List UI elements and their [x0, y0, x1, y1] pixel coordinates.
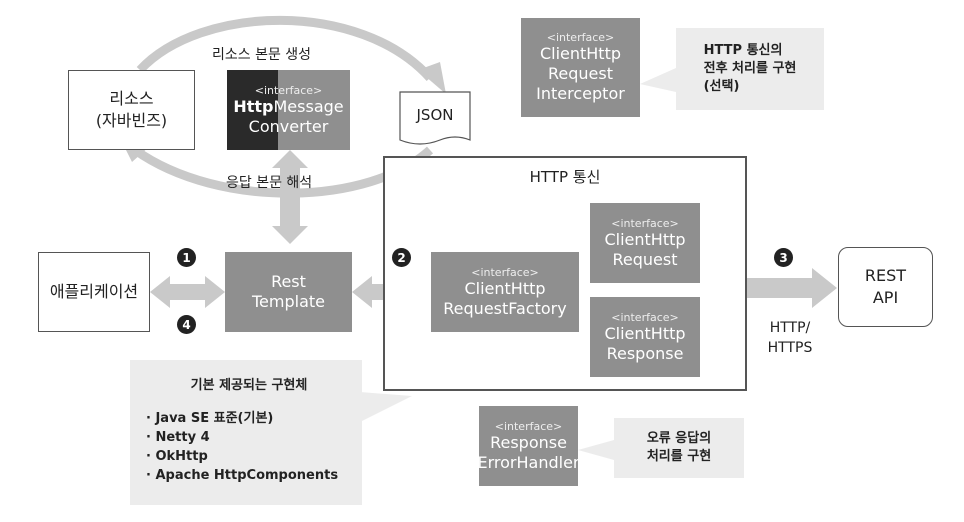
resource-line1: 리소스: [109, 89, 154, 108]
error-handler-name: Response ErrorHandler: [477, 432, 580, 472]
response-interface-tag: <interface>: [611, 310, 679, 324]
impl-item-java: · Java SE 표준(기본): [146, 411, 274, 426]
json-document-shape: [399, 91, 471, 145]
protocol-label: HTTP/ HTTPS: [767, 320, 813, 356]
error-handler-interface-tag: <interface>: [494, 419, 563, 433]
application-box: 애플리케이션: [38, 252, 150, 332]
rest-template-box: Rest Template: [225, 252, 352, 332]
impl-note-list: · Java SE 표준(기본) · Netty 4 · OkHttp · Ap…: [146, 409, 352, 485]
application-label: 애플리케이션: [49, 282, 139, 301]
converter-name-line2: Converter: [248, 116, 329, 136]
converter-text: <interface> HttpMessage Converter: [227, 70, 350, 150]
converter-interface-tag: <interface>: [254, 83, 323, 97]
step-badge-1: 1: [177, 248, 196, 267]
impl-item-apache: · Apache HttpComponents: [146, 468, 339, 483]
client-http-request-box: <interface> ClientHttp Request: [590, 203, 700, 283]
client-http-response-name: ClientHttp Response: [604, 323, 686, 363]
rest-api-label: REST API: [864, 266, 907, 307]
request-factory-name: ClientHttp RequestFactory: [443, 278, 567, 318]
converter-gray-half: [278, 70, 350, 150]
converter-dark-half: [227, 70, 278, 150]
rest-api-box: REST API: [838, 247, 933, 327]
arc-create-arrowhead: [418, 62, 446, 94]
converter-part2: Message: [273, 96, 344, 116]
interceptor-note-tail: [640, 68, 676, 92]
step-badge-3: 3: [774, 248, 793, 267]
client-http-request-name: ClientHttp Request: [604, 229, 686, 269]
json-label: JSON: [416, 106, 454, 124]
step-badge-2: 2: [392, 248, 411, 267]
http-api-arrow: [717, 268, 837, 308]
interceptor-name: ClientHttp Request Interceptor: [536, 44, 625, 103]
client-http-response-box: <interface> ClientHttp Response: [590, 297, 700, 377]
default-implementations-note: 기본 제공되는 구현체 · Java SE 표준(기본) · Netty 4 ·…: [130, 360, 362, 505]
impl-note-title: 기본 제공되는 구현체: [190, 378, 308, 393]
impl-item-okhttp: · OkHttp: [146, 449, 208, 464]
response-error-handler-box: <interface> Response ErrorHandler: [477, 406, 580, 486]
converter-template-arrow: [272, 150, 308, 244]
interceptor-interface-tag: <interface>: [546, 31, 615, 44]
app-template-arrow: [150, 276, 225, 308]
converter-part1: Http: [233, 96, 274, 116]
client-http-request-factory-box: <interface> ClientHttp RequestFactory: [431, 252, 579, 332]
interceptor-note: HTTP 통신의 전후 처리를 구현 (선택): [676, 28, 824, 110]
label-parse-body: 응답 본문 해석: [226, 175, 313, 191]
factory-interface-tag: <interface>: [471, 265, 539, 279]
converter-name-line1: HttpMessage: [227, 97, 350, 117]
http-message-converter-box: <interface> HttpMessage Converter: [227, 70, 350, 150]
http-group-title: HTTP 통신: [529, 168, 601, 186]
rest-template-name: Rest Template: [251, 272, 325, 311]
error-note-tail: [578, 440, 614, 460]
impl-item-netty: · Netty 4: [146, 430, 210, 445]
arc-create-arrow: [136, 15, 434, 82]
resource-box: 리소스 (자바빈즈): [68, 70, 195, 150]
error-handler-note: 오류 응답의 처리를 구현: [614, 418, 744, 478]
request-interface-tag: <interface>: [611, 216, 679, 230]
impl-note-tail: [360, 392, 412, 422]
resource-line2: (자바빈즈): [95, 111, 168, 130]
client-http-request-interceptor-box: <interface> ClientHttp Request Intercept…: [521, 18, 640, 117]
step-badge-4: 4: [177, 315, 196, 334]
label-create-body: 리소스 본문 생성: [212, 47, 312, 63]
